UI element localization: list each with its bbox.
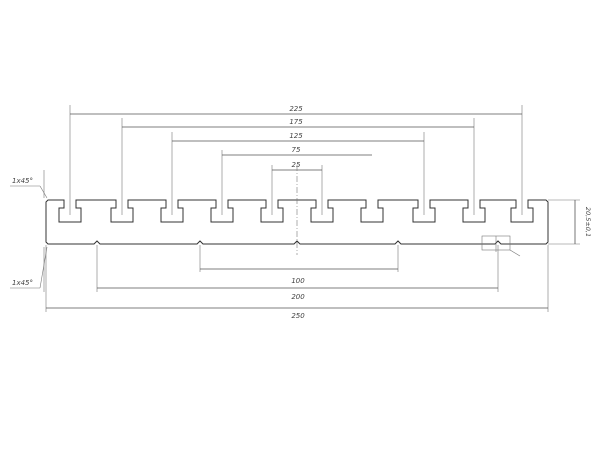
bottom-extension-lines [45, 245, 549, 312]
dim-label-25: 25 [292, 161, 301, 169]
top-extension-lines [69, 105, 523, 215]
thickness-dimension: 20,5±0,1 [548, 199, 592, 245]
dim-label-250: 250 [291, 312, 305, 320]
detail-marker [481, 235, 521, 257]
chamfer-label-bottom: 1x45° [12, 279, 33, 287]
dim-label-200: 200 [291, 293, 305, 301]
dimension-125: 125 [172, 132, 424, 142]
thickness-label: 20,5±0,1 [584, 207, 592, 237]
dimension-175: 175 [122, 118, 474, 128]
dimension-200: 200 [97, 287, 498, 301]
dimension-100: 100 [200, 268, 398, 285]
dim-label-225: 225 [289, 105, 303, 113]
chamfer-label-top: 1x45° [12, 177, 33, 185]
dim-label-175: 175 [289, 118, 303, 126]
dimension-75: 75 [222, 146, 372, 156]
chamfer-callout-bottom: 1x45° [10, 246, 48, 292]
dim-label-75: 75 [292, 146, 301, 154]
dimension-225: 225 [70, 105, 522, 115]
dimension-250: 250 [46, 307, 548, 320]
profile-outline [45, 199, 549, 245]
chamfer-callout-top: 1x45° [10, 170, 48, 199]
dim-label-100: 100 [291, 277, 305, 285]
dim-label-125: 125 [289, 132, 303, 140]
